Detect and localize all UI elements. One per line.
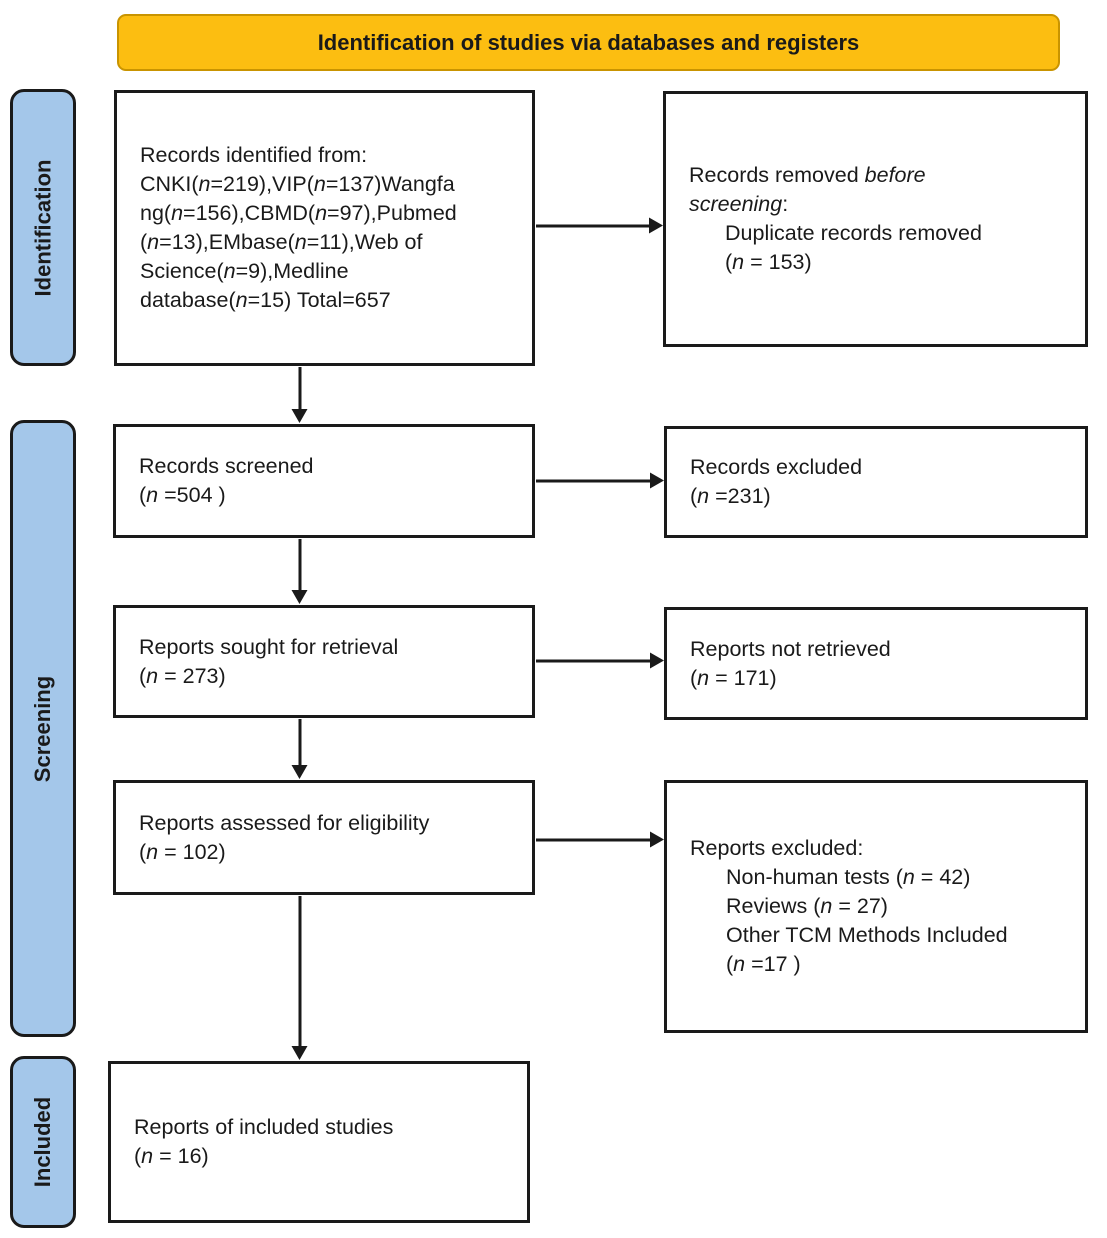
stage-label-screening: Screening [30,675,55,782]
arrow-shaft [298,719,301,767]
text-line: database(n=15) Total=657 [140,288,391,312]
arrow-sought-to-not-retrieved [536,652,664,670]
arrow-shaft [536,479,652,482]
text-line: ng(n=156),CBMD(n=97),Pubmed [140,201,457,225]
box-records-excluded: Records excluded (n =231) [664,426,1088,538]
text-line: (n = 171) [690,665,777,690]
arrow-shaft [536,659,652,662]
arrow-identified-to-removed [536,217,663,235]
text-line: Reports of included studies [134,1115,394,1139]
box-reports-included-text: Reports of included studies (n = 16) [134,1113,515,1171]
box-reports-assessed-text: Reports assessed for eligibility (n = 102… [139,809,520,867]
text-line: (n = 273) [139,663,226,688]
arrow-shaft [298,367,301,411]
arrow-screened-to-sought [291,539,309,604]
box-reports-of-included-studies: Reports of included studies (n = 16) [108,1061,530,1223]
box-records-identified-text: Records identified from: CNKI(n=219),VIP(… [140,141,520,315]
text-line: screening: [689,192,789,216]
arrow-identified-to-screened [291,367,309,423]
arrow-sought-to-assessed [291,719,309,779]
text-line: Duplicate records removed [725,221,982,245]
box-reports-assessed-for-eligibility: Reports assessed for eligibility (n = 102… [113,780,535,895]
arrow-assessed-to-included [291,896,309,1060]
arrow-head-right-icon [650,831,664,848]
text-line: Non-human tests (n = 42) [726,865,971,889]
arrow-shaft [536,838,652,841]
box-records-removed-before-screening: Records removed before screening: Duplicat… [663,91,1088,347]
arrow-head-down-icon [291,765,308,779]
box-reports-not-retrieved-text: Reports not retrieved (n = 171) [690,635,1073,693]
text-line: Records removed before [689,163,926,187]
arrow-shaft [298,896,301,1048]
text-line: (n = 153) [725,250,812,274]
box-reports-excluded: Reports excluded: Non-human tests (n = 42… [664,780,1088,1033]
arrow-shaft [298,539,301,592]
arrow-screened-to-excluded [536,472,664,490]
text-line: Records excluded [690,455,863,479]
arrow-shaft [536,224,651,227]
box-reports-sought-for-retrieval: Reports sought for retrieval (n = 273) [113,605,535,718]
text-line: Other TCM Methods Included [726,923,1008,947]
text-line: Reports sought for retrieval [139,634,399,659]
arrow-head-down-icon [291,409,308,423]
text-line: CNKI(n=219),VIP(n=137)Wangfa [140,172,455,196]
arrow-head-down-icon [291,590,308,604]
banner-identification-of-studies: Identification of studies via databases … [117,14,1060,71]
box-records-removed-text: Records removed before screening: Duplicat… [689,161,1073,277]
text-line: (n =231) [690,484,771,508]
text-line: Records screened [139,454,314,478]
text-line: Records identified from: [140,143,368,167]
text-line: (n=13),EMbase(n=11),Web of [140,230,423,254]
arrow-head-right-icon [650,652,664,669]
box-reports-sought-text: Reports sought for retrieval (n = 273) [139,633,520,691]
text-line: (n =17 ) [726,952,801,976]
text-line: Reports assessed for eligibility [139,810,430,835]
box-records-screened: Records screened (n =504 ) [113,424,535,538]
text-line: Reports not retrieved [690,636,891,661]
arrow-head-right-icon [650,472,664,489]
arrow-assessed-to-reports-excluded [536,831,664,849]
box-reports-excluded-text: Reports excluded: Non-human tests (n = 42… [690,834,1073,979]
stage-label-included: Included [30,1096,56,1188]
arrow-head-down-icon [291,1046,308,1060]
stage-label-identification: Identification [30,159,56,296]
box-reports-not-retrieved: Reports not retrieved (n = 171) [664,607,1088,720]
text-line: (n =504 ) [139,483,226,507]
text-line: Science(n=9),Medline [140,259,349,283]
stage-bar-identification: Identification [10,89,76,366]
box-records-identified: Records identified from: CNKI(n=219),VIP(… [114,90,535,366]
box-records-screened-text: Records screened (n =504 ) [139,452,520,510]
box-records-excluded-text: Records excluded (n =231) [690,453,1073,511]
text-line: Reviews (n = 27) [726,894,888,918]
banner-label: Identification of studies via databases … [317,29,860,55]
text-line: (n = 16) [134,1144,209,1168]
stage-bar-included: Included [10,1056,76,1228]
text-line: Reports excluded: [690,836,864,860]
arrow-head-right-icon [649,217,663,234]
text-line: (n = 102) [139,839,226,864]
stage-bar-screening: Screening [10,420,76,1037]
